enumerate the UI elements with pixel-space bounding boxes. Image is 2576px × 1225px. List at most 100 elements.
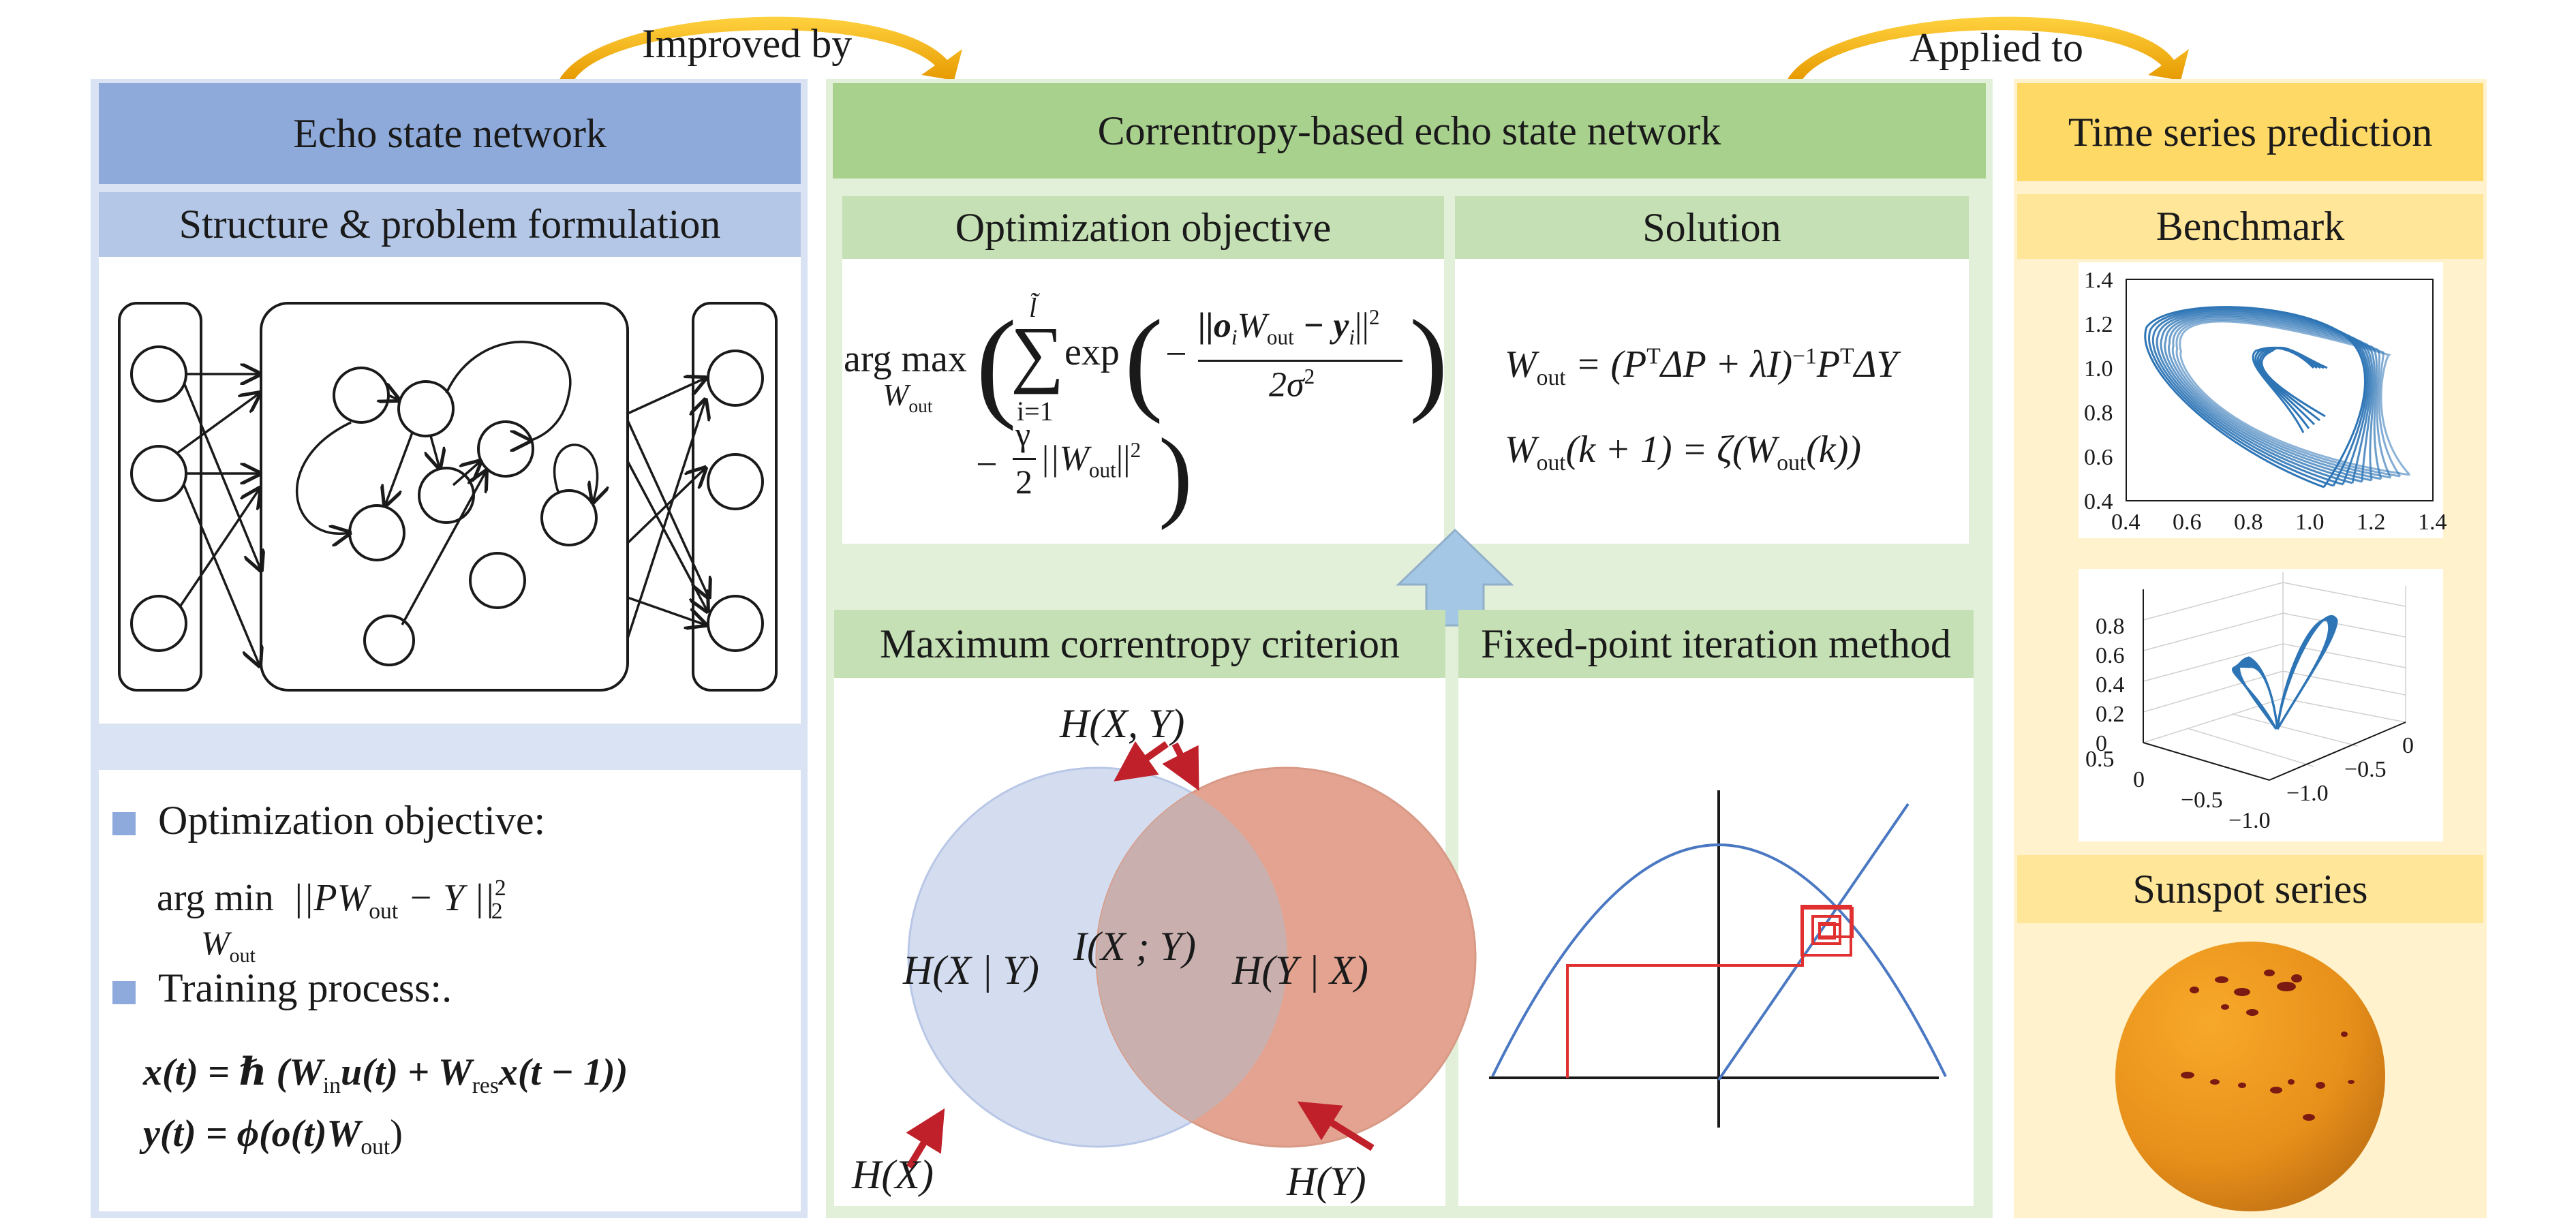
benchmark-title: Benchmark [2017,194,2483,259]
plot1-ytick: 1.2 [2084,312,2113,337]
sunspot-title: Sunspot series [2017,855,2483,923]
attractor-3d-loop [2233,617,2335,730]
opt-reg-term: ||Wout||2 [1040,438,1141,482]
attractor-3d-loop [2237,619,2331,730]
fpi-title: Fixed-point iteration method [1458,610,1974,678]
solution-eq-2: Wout(k + 1) = ζ(Wout(k)) [1505,429,1862,476]
improved-by-arrow [559,16,962,80]
input-node-2 [130,445,187,502]
plot2-ytick: −1.0 [2286,781,2329,806]
opt-minus: − [1165,333,1187,375]
esn-argmin-subscript: Wout [201,924,256,967]
top-arrows [559,16,2189,80]
fixed-point-diagram [1489,790,1947,1128]
opt-paren-left-2: ( [1124,296,1163,424]
venn-mutual-info: I(X ; Y) [1073,924,1196,969]
plot2-ztick: 0.6 [2096,643,2125,668]
reservoir-node-3 [477,420,534,478]
attractor-loop [2156,311,2372,484]
solution-eq-1: Wout = (PTΔP + λI)−1PTΔY [1505,343,1898,391]
input-layer-box [118,302,202,692]
fpi-iteration-path [1566,907,1854,1078]
venn-hx-label: H(X) [852,1152,934,1197]
cesn-title: Correntropy-based echo state network [833,83,1986,179]
attractor-3d-loop [2235,617,2333,730]
plot2-ztick: 0.8 [2096,614,2125,639]
attractor-loop [2144,306,2366,489]
esn-network-diagram [118,302,778,692]
plot1-ytick: 1.4 [2084,268,2113,293]
opt-reg-num: γ [1015,415,1031,453]
plot1-ytick: 0.8 [2084,401,2113,426]
solution-box [1455,259,1969,544]
venn-intersection [1097,768,1287,1147]
mcc-title: Maximum correntropy criterion [834,610,1445,678]
opt-argmax: arg max [844,338,967,380]
opt-exp: exp [1064,331,1120,373]
reservoir-node-5 [348,504,405,561]
attractor-3d-loop [2232,615,2338,730]
attractor-loop [2171,317,2392,479]
venn-hx-given-y: H(X | Y) [903,948,1039,993]
esn-subtitle: Structure & problem formulation [99,192,801,257]
plot2-ytick: 0 [2402,733,2414,758]
opt-objective-box [842,259,1444,544]
tsp-title: Time series prediction [2017,83,2483,181]
attractor-inner-loop [2260,346,2328,418]
input-node-1 [130,345,187,403]
reservoir-node-6 [540,489,598,546]
input-node-3 [130,595,187,652]
attractor-loop [2175,319,2402,478]
venn-diagram [906,741,1477,1169]
venn-joint-label: H(X, Y) [1060,701,1185,746]
sunspots [2181,970,2355,1121]
opt-fraction-bar [1198,360,1402,362]
plot2-ztick: 0 [2096,731,2107,756]
opt-fraction-num: ||oiWout − yi||2 [1198,305,1380,350]
attractor-3d-chart: 0.80.60.40.200.50−0.5−1.0−1.0−0.50 [2085,572,2414,833]
esn-output-equation: y(t) = ϕ(o(t)Wout) [143,1113,403,1160]
opt-argmax-subscript: Wout [883,377,933,417]
reservoir-node-2 [397,380,455,437]
bullet-square-icon [112,812,136,835]
plot1-ytick: 0.4 [2084,489,2113,514]
opt-paren-right-2: ) [1159,418,1193,531]
plot1-ytick: 0.6 [2084,445,2113,470]
plot2-xtick: −0.5 [2181,788,2223,813]
plot2-xtick: 0.5 [2085,747,2115,772]
plot1-xtick: 1.0 [2295,510,2325,535]
opt-objective-title: Optimization objective [842,196,1444,259]
reservoir-node-8 [363,615,415,666]
opt-paren-right: ) [1409,296,1448,424]
venn-hy-label: H(Y) [1287,1159,1366,1204]
attractor-loop [2164,314,2376,482]
attractor-3d-loop [2238,619,2331,730]
improved-by-label: Improved by [642,21,853,66]
output-layer-box [692,302,778,692]
sun-image [2115,942,2385,1211]
reservoir-node-1 [333,367,390,424]
opt-reg-bar [1013,458,1036,460]
opt-reg-den: 2 [1015,463,1032,501]
plot2-xtick: −1.0 [2228,808,2271,833]
plot2-ytick: −0.5 [2344,757,2387,782]
reservoir-node-7 [469,552,526,609]
plot1-xtick: 1.2 [2357,510,2386,535]
attractor-loop [2179,320,2411,476]
plot1-xtick: 0.8 [2234,510,2263,535]
plot1-xtick: 0.6 [2173,510,2202,535]
output-node-3 [707,595,764,652]
esn-title: Echo state network [99,83,801,184]
esn-state-equation: x(t) = ℏ (Winu(t) + Wresx(t − 1)) [143,1051,628,1099]
esn-argmin-eq: arg min ||PWout − Y ||22 [157,875,506,925]
esn-formulation-box [99,770,801,1211]
output-node-2 [707,453,764,510]
output-node-1 [707,350,764,407]
plot2-xtick: 0 [2133,767,2145,792]
venn-hy-given-x: H(Y | X) [1232,948,1368,993]
fpi-parabola [1491,843,1947,1077]
plot1-xtick: 0.4 [2111,510,2141,535]
plot2-ztick: 0.2 [2096,702,2125,727]
reservoir-node-4 [418,467,475,524]
